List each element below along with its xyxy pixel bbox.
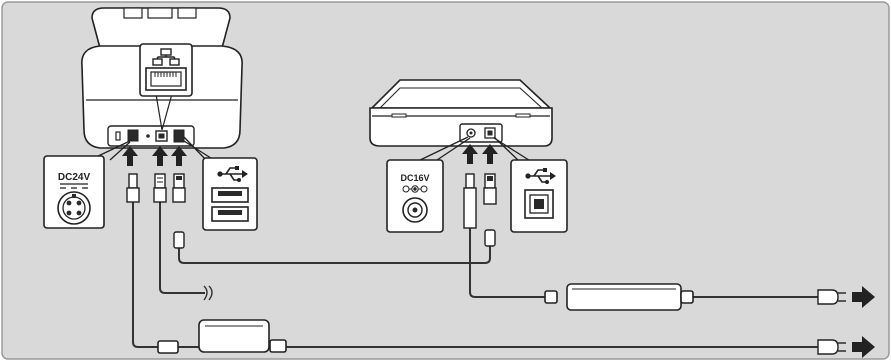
ac-adapter-lower (157, 319, 287, 354)
lan-plug (154, 173, 166, 189)
connect-arrow-icon (482, 144, 498, 164)
dc16v-plug (465, 173, 475, 189)
dc24v-label: DC24V (58, 172, 91, 183)
ferrite-core (484, 229, 496, 247)
connect-arrow-icon (152, 146, 168, 166)
ac-adapter-upper (544, 283, 694, 311)
dc16v-callout-box: DC16V (386, 159, 444, 233)
indicator-dot (146, 134, 150, 138)
connect-arrow-icon (462, 144, 478, 164)
scanner-body (81, 45, 243, 149)
sheetfed-scanner (81, 7, 243, 149)
dc16v-label: DC16V (400, 173, 429, 183)
lan-pins (154, 72, 177, 77)
dc24v-callout-line (93, 139, 133, 159)
usb-icon (525, 168, 556, 184)
dc24v-plug (128, 173, 138, 189)
cables (132, 200, 818, 348)
dc24v-cable (132, 200, 158, 348)
ac-power-plug-icon (817, 289, 846, 305)
lan-network-icon (152, 48, 180, 66)
usb-cable (178, 246, 491, 264)
flatbed-lid (370, 79, 553, 109)
dc24v-callout-box: DC24V (43, 155, 105, 229)
dc24v-port (127, 129, 139, 142)
flatbed-scanner (369, 79, 553, 147)
lan-cable (159, 200, 205, 294)
connect-arrow-icon (122, 146, 138, 166)
usb-port (173, 129, 185, 143)
connect-arrow-icon (171, 146, 187, 166)
dc16v-callout-line (415, 136, 469, 163)
cable-break-mark (203, 285, 213, 301)
security-slot (115, 131, 121, 141)
center-positive-polarity-icon (402, 185, 428, 193)
usb-icon (217, 166, 248, 182)
connect-arrow-icon (852, 286, 875, 308)
ac-power-plug-icon (817, 339, 846, 355)
connect-arrow-icon (852, 336, 875, 358)
dc16v-cable (469, 228, 545, 298)
ferrite-core (173, 231, 185, 249)
